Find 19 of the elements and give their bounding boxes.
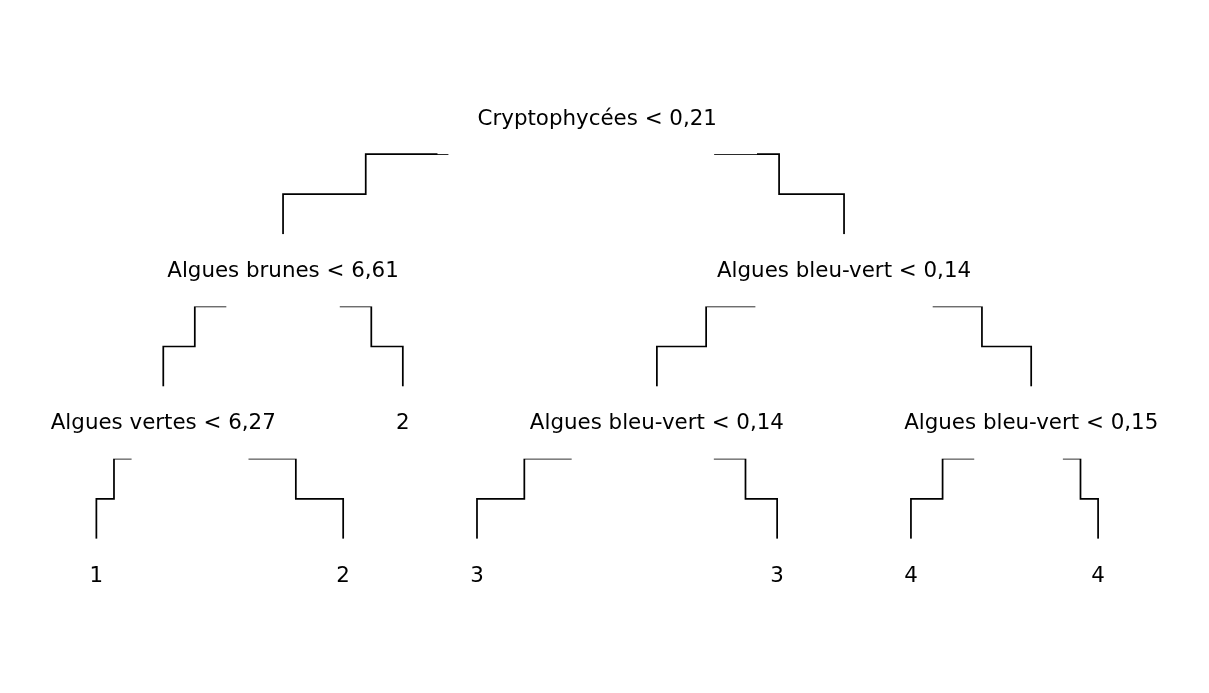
connector	[247, 457, 345, 540]
connector	[476, 457, 573, 540]
node-text: 4	[1091, 561, 1105, 587]
node-text: 3	[770, 561, 784, 587]
node-text: Algues bleu-vert < 0,15	[904, 409, 1159, 435]
node-text: 1	[89, 561, 104, 587]
connector	[712, 457, 778, 540]
connector	[338, 305, 404, 388]
connector	[162, 305, 228, 388]
connector	[931, 305, 1033, 388]
node-text: 2	[396, 409, 410, 435]
node-text: Cryptophycées < 0,21	[477, 104, 717, 131]
node-text: 3	[470, 561, 484, 587]
connector	[656, 305, 757, 388]
node-text: 4	[904, 561, 918, 587]
connector	[1062, 457, 1099, 540]
connector	[910, 457, 976, 540]
connector	[95, 457, 133, 540]
node-text: 2	[336, 561, 350, 587]
